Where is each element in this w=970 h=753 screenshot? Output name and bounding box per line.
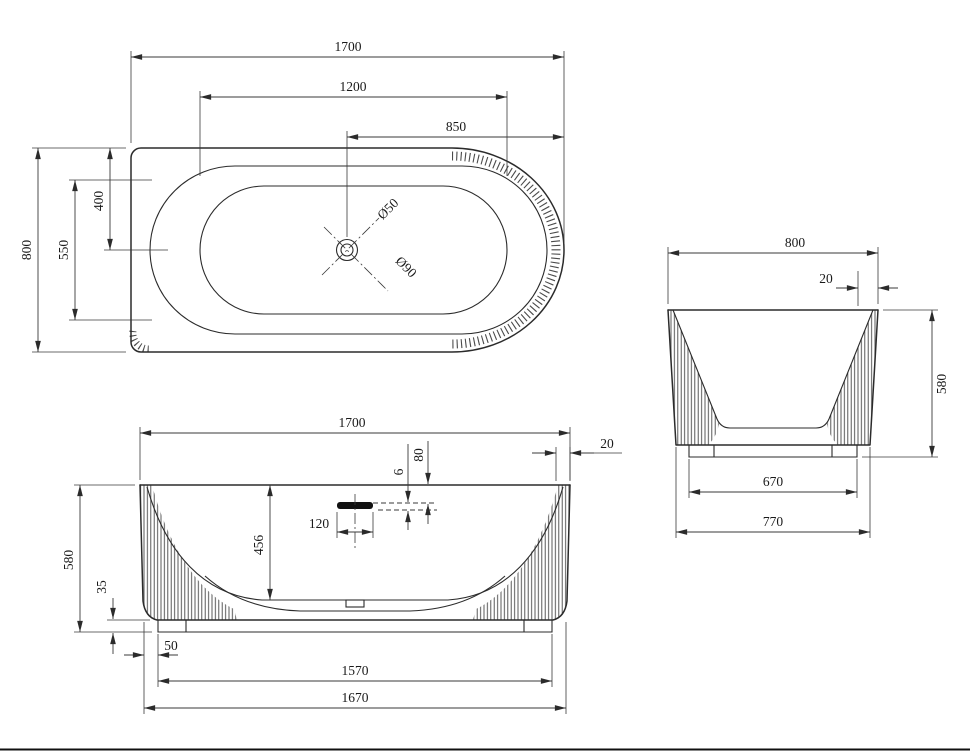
side-view: 800 20 580 670 770 xyxy=(667,235,949,538)
dim-label: 456 xyxy=(251,535,266,556)
dim-label: 670 xyxy=(763,474,784,489)
dim-front-overflow-width: 120 xyxy=(309,512,374,538)
tub-outer-profile xyxy=(139,484,571,621)
tub-rim-inner-line xyxy=(149,165,548,335)
dim-side-overall-width: 800 xyxy=(667,235,879,304)
shell-bottom-line xyxy=(204,575,506,612)
plinth-outline xyxy=(157,620,553,633)
centerline xyxy=(323,226,389,292)
centerline xyxy=(321,217,380,276)
dim-front-rim-thickness: 20 xyxy=(532,436,622,481)
dim-front-overall-length: 1700 xyxy=(139,415,571,480)
dim-front-inner-depth: 456 xyxy=(251,484,273,600)
dim-label: 6 xyxy=(391,468,406,475)
dim-front-base-length: 1570 xyxy=(158,634,553,687)
dim-label: 1700 xyxy=(339,415,366,430)
dim-front-bottom-length: 1670 xyxy=(143,622,567,714)
fluted-wall-right xyxy=(473,485,570,620)
drain-inner-circle xyxy=(340,243,354,257)
drain-outer-circle xyxy=(335,238,359,262)
dim-label: 35 xyxy=(94,580,109,594)
fluted-texture-corner xyxy=(129,330,150,353)
dim-top-drain-center: 400 xyxy=(91,148,168,251)
dim-front-overall-height: 580 xyxy=(61,484,152,633)
dim-front-overflow-drop: 80 6 xyxy=(373,441,437,530)
dim-side-rim-thickness: 20 xyxy=(819,271,898,306)
top-view: Ø50 Ø90 1700 1200 850 800 xyxy=(19,39,565,353)
fluted-texture-right xyxy=(451,151,561,349)
dim-label: 80 xyxy=(411,448,426,462)
dim-label: 20 xyxy=(819,271,833,286)
dim-label: 1670 xyxy=(342,690,369,705)
dim-side-overall-height: 580 xyxy=(862,309,949,458)
plinth-outline xyxy=(688,445,858,458)
dim-label: 580 xyxy=(934,374,949,395)
dim-side-bottom-width: 770 xyxy=(675,447,871,538)
dim-label-drain-large: Ø90 xyxy=(393,253,420,280)
fluted-wall-right xyxy=(827,310,878,445)
basin-inner-profile xyxy=(672,309,874,429)
tub-outer-profile xyxy=(667,309,879,446)
tub-basin-line xyxy=(199,185,508,315)
drain-detail: Ø50 Ø90 xyxy=(321,195,420,292)
dim-label: 580 xyxy=(61,550,76,571)
fluted-wall-left xyxy=(140,485,237,620)
overflow-slot xyxy=(337,502,373,509)
dim-side-base-width: 670 xyxy=(688,459,858,498)
tub-outer-outline xyxy=(130,147,565,353)
dim-label: 550 xyxy=(56,240,71,261)
dim-label: 850 xyxy=(446,119,467,134)
dim-front-base-height: 35 xyxy=(94,580,150,654)
dim-label: 770 xyxy=(763,514,784,529)
dim-label: 1700 xyxy=(335,39,362,54)
fluted-wall-left xyxy=(668,310,719,445)
dim-label: 20 xyxy=(600,436,614,451)
dim-label: 400 xyxy=(91,191,106,212)
dim-label: 120 xyxy=(309,516,330,531)
dim-label: 1200 xyxy=(340,79,367,94)
dim-label: 800 xyxy=(785,235,806,250)
dim-label: 800 xyxy=(19,240,34,261)
dim-top-overall-length: 1700 xyxy=(130,39,565,244)
dim-top-inner-length: 1200 xyxy=(199,79,508,176)
dim-label: 1570 xyxy=(342,663,369,678)
dim-top-drain-offset: 850 xyxy=(346,119,564,237)
front-view: 1700 20 80 6 120 456 xyxy=(61,415,622,714)
dim-label: 50 xyxy=(164,638,178,653)
drain-fitting xyxy=(345,599,365,608)
